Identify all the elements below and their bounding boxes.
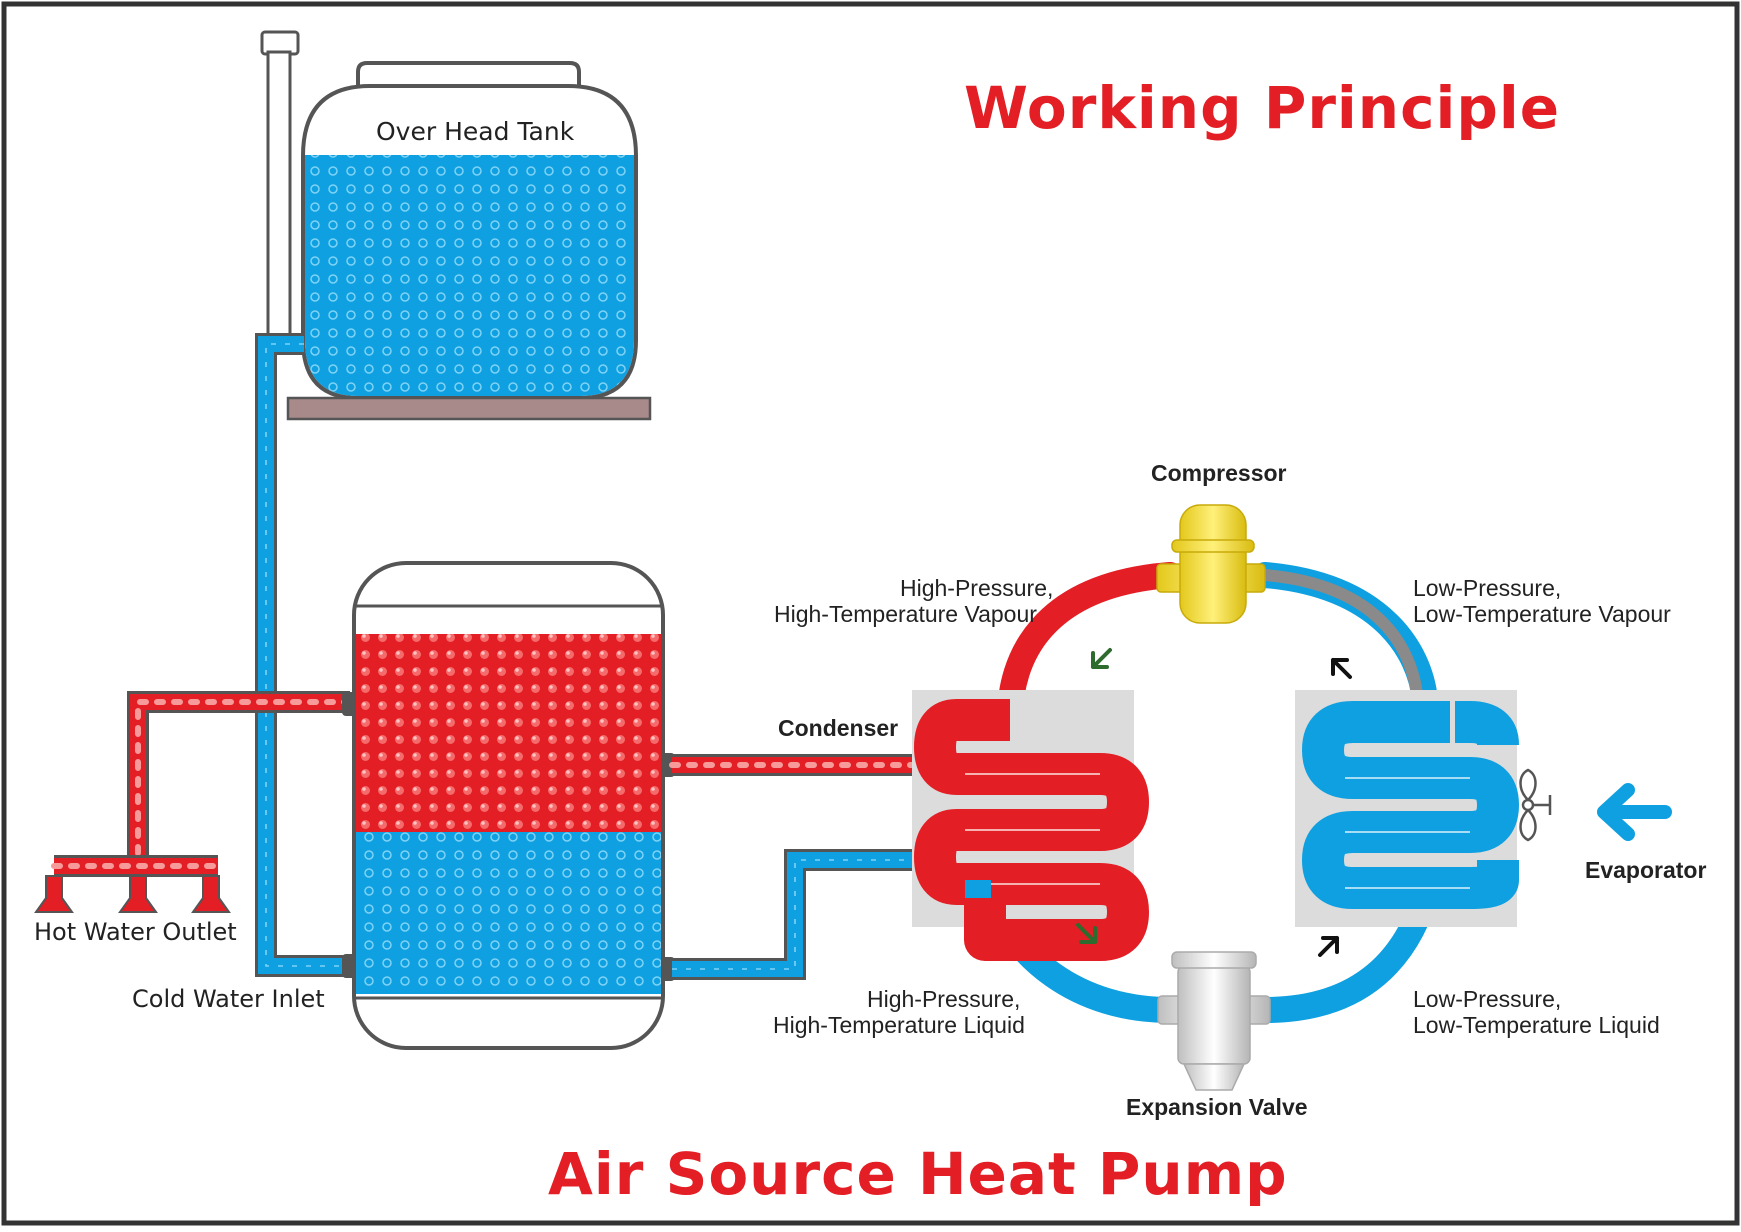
title-working-principle: Working Principle [964, 74, 1561, 142]
label-lp-liquid-line2: Low-Temperature Liquid [1413, 1012, 1660, 1038]
label-condenser: Condenser [778, 715, 899, 741]
label-cold-water-inlet: Cold Water Inlet [132, 985, 325, 1013]
label-overhead-tank: Over Head Tank [376, 117, 575, 146]
flow-arrow-icon [1076, 923, 1097, 944]
overhead-tank [260, 30, 652, 421]
label-expansion-valve: Expansion Valve [1126, 1094, 1308, 1120]
label-hp-liquid-line2: High-Temperature Liquid [773, 1012, 1025, 1038]
label-evaporator: Evaporator [1585, 857, 1707, 883]
label-lp-liquid-line1: Low-Pressure, [1413, 986, 1562, 1012]
label-hot-water-outlet: Hot Water Outlet [34, 918, 237, 946]
flow-arrow-icon [1318, 936, 1339, 957]
hot-water-outlet-pipe [34, 691, 353, 913]
label-compressor: Compressor [1151, 460, 1287, 486]
condenser [912, 690, 1149, 961]
hot-water-cylinder [342, 561, 675, 1050]
air-flow-arrow-icon [1597, 783, 1672, 841]
cold-water-supply-pipe [255, 333, 345, 977]
label-lp-vapour-line2: Low-Temperature Vapour [1413, 601, 1671, 627]
title-air-source-heat-pump: Air Source Heat Pump [548, 1140, 1288, 1208]
fan-icon [1519, 768, 1552, 842]
label-hp-vapour-line1: High-Pressure, [900, 575, 1054, 601]
tank-shelf [286, 396, 652, 421]
evaporator [1295, 690, 1519, 927]
label-hp-liquid-line1: High-Pressure, [867, 986, 1021, 1012]
label-hp-vapour-line2: High-Temperature Vapour [774, 601, 1037, 627]
flow-arrow-icon [1331, 658, 1352, 679]
compressor [1156, 504, 1266, 624]
expansion-valve [1157, 951, 1271, 1091]
label-lp-vapour-line1: Low-Pressure, [1413, 575, 1562, 601]
flow-arrow-icon [1091, 648, 1112, 669]
condenser-link-pipes [669, 754, 921, 980]
